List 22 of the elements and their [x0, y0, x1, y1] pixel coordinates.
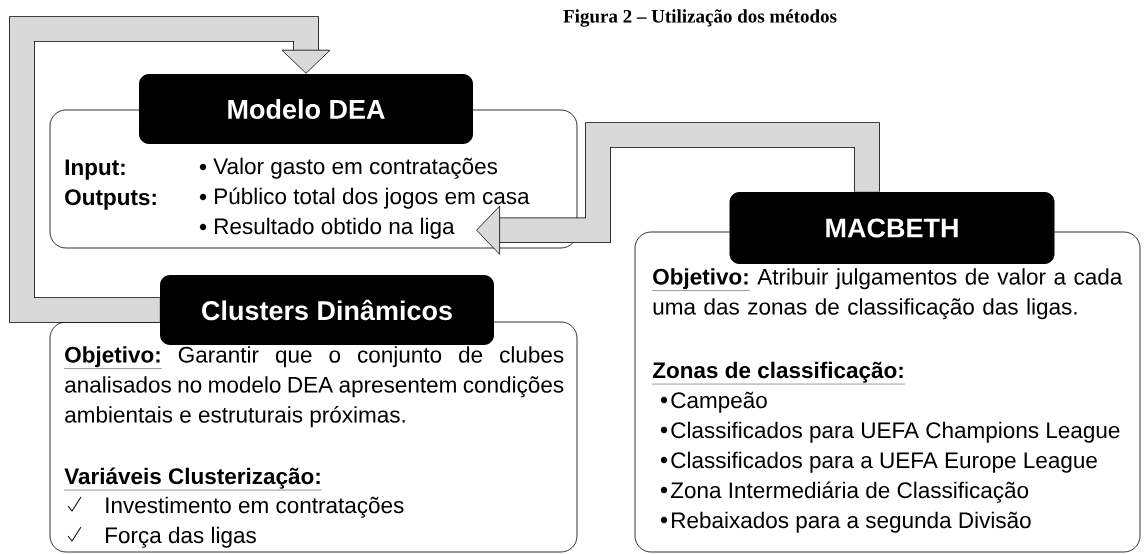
section-heading: Zonas de classificação:	[652, 361, 906, 385]
paragraph: Objetivo: Garantir que o conjunto de clubes analisados no modelo DEA apresentem condições ambientais e estruturais próximas.	[64, 346, 564, 428]
header-tab: Modelo DEA	[139, 74, 473, 144]
bullet-item: Rebaixados para a segunda Divisão	[672, 511, 1031, 533]
figure-title: Figura 2 – Utilização dos métodos	[563, 9, 837, 27]
check-item: Investimento em contratações	[106, 496, 404, 518]
bullet-item: Campeão	[671, 391, 767, 413]
block-arrow	[9, 16, 331, 323]
bullet-item: Classificados para UEFA Champions League	[671, 421, 1120, 443]
field-label: Outputs:	[65, 189, 156, 210]
bullet-item: Público total dos jogos em casa	[215, 187, 530, 209]
bullet-item: Resultado obtido na liga	[215, 217, 455, 239]
field-label: Input:	[65, 159, 125, 180]
header-tab: Clusters Dinâmicos	[160, 275, 494, 345]
check-item: Força das ligas	[106, 526, 256, 548]
bullet-item: Classificados para a UEFA Europe League	[671, 451, 1097, 473]
header-tab: MACBETH	[729, 192, 1055, 264]
paragraph: Objetivo: Atribuir julgamentos de valor a cada uma das zonas de classificação das ligas.	[652, 268, 1123, 320]
section-heading: Variáveis Clusterização:	[64, 467, 323, 491]
block-arrow	[476, 122, 880, 255]
bullet-item: Zona Intermediária de Classificação	[670, 481, 1029, 503]
bullet-item: Valor gasto em contratações	[213, 157, 498, 179]
